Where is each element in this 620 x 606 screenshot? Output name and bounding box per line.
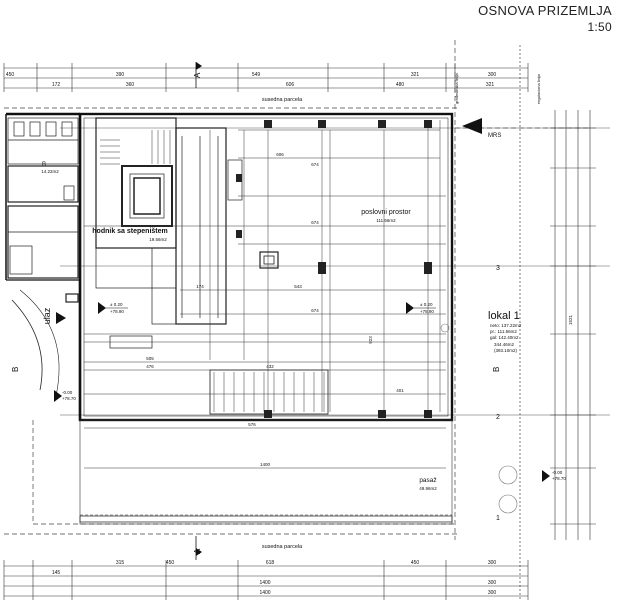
svg-text:-0.00: -0.00 (62, 390, 73, 395)
drawing-scale: 1:50 (587, 20, 612, 34)
drawing-title: OSNOVA PRIZEMLJA (478, 3, 612, 18)
dim-bot-10: 300 (488, 590, 497, 596)
mrs-marker-icon (462, 118, 482, 134)
label-lokal-pr: pr.: 111.56m2 (490, 329, 517, 334)
label-pasaz-area: 49.96m2 (419, 486, 437, 491)
dim-top-4: 321 (411, 72, 420, 78)
dim-bot-3: 618 (266, 560, 275, 566)
axis-label-3: 3 (496, 265, 500, 272)
dim-bot-1: 315 (116, 560, 125, 566)
right-dimension-lines (550, 110, 596, 540)
dim-top-9: 480 (396, 82, 405, 88)
svg-text:B: B (11, 367, 20, 372)
dim-bot-5: 300 (488, 560, 497, 566)
section-marker-a-bottom: A (193, 536, 202, 560)
svg-text:+78.70: +78.70 (62, 396, 76, 401)
dim-top-1: 450 (6, 72, 15, 78)
dim-in-7: 476 (146, 364, 154, 369)
column-detail-inner (263, 255, 275, 265)
label-lokal: lokal 1 (488, 310, 520, 322)
label-hodnik-area: 19.56m2 (149, 237, 167, 242)
stairs (100, 130, 329, 415)
bottom-dimension-lines (3, 560, 529, 600)
columns (236, 120, 432, 418)
dim-top-6: 172 (52, 82, 61, 88)
dim-bot-6: 145 (52, 570, 61, 576)
svg-text:+78.90: +78.90 (420, 309, 434, 314)
label-room-b-area: 14.22m2 (41, 169, 59, 174)
grid-axis-lines (60, 127, 610, 416)
dim-bot-8: 300 (488, 580, 497, 586)
dim-in-13: 923 (368, 336, 373, 344)
top-dimension-texts: 450 390 549 321 300 172 360 606 480 321 (6, 72, 497, 88)
label-poslovni-prostor: poslovni prostor (361, 209, 411, 216)
level-marker-2: ± 0.20 +78.90 (406, 302, 436, 314)
drawing-title-block: OSNOVA PRIZEMLJA 1:50 (478, 2, 612, 36)
label-hodnik: hodnik sa stepeništem (92, 228, 167, 235)
level-marker-4: -0.00 +78.70 (542, 470, 566, 482)
service-block (7, 117, 243, 397)
section-marker-a-top: A (193, 62, 202, 88)
dim-in-8: 432 (266, 364, 274, 369)
svg-text:A: A (193, 72, 202, 78)
label-susedna-parcela-top: susedna parcela (262, 97, 303, 103)
dim-in-2: 674 (311, 220, 319, 225)
dim-in-9: 401 (396, 388, 404, 393)
dim-in-1: 606 (276, 152, 284, 157)
svg-text:± 0.20: ± 0.20 (420, 302, 433, 307)
label-regulaciona-linija: regulaciona linija (536, 73, 541, 104)
label-lokal-bruto: 344.46m2 (494, 342, 515, 347)
dim-in-4: 174 (196, 284, 204, 289)
label-lokal-neto: neto: 137.22m2 (490, 323, 522, 328)
label-ulaz: ulaz (42, 307, 52, 324)
label-poslovni-area: 111.56m2 (376, 218, 396, 223)
svg-text:B: B (492, 367, 501, 372)
svg-text:-0.00: -0.00 (552, 470, 563, 475)
dim-in-14: 1521 (568, 314, 573, 325)
axis-label-2: 2 (496, 414, 500, 421)
dim-in-5: 674 (311, 308, 319, 313)
dim-top-8: 606 (286, 82, 295, 88)
label-lokal-gal: gal: 142.40m2 (490, 335, 519, 340)
svg-text:+78.70: +78.70 (552, 476, 566, 481)
dim-top-5: 300 (488, 72, 497, 78)
dim-in-11: 1400 (260, 462, 271, 467)
dim-in-12: 674 (311, 162, 319, 167)
label-susedna-parcela-bottom: susedna parcela (262, 544, 303, 550)
dim-top-2: 390 (116, 72, 125, 78)
svg-text:+78.90: +78.90 (110, 309, 124, 314)
entry-arrow-icon (56, 312, 66, 324)
label-pasaz: pasaž (419, 477, 436, 484)
dim-in-10: 576 (248, 422, 256, 427)
circle-features (440, 323, 518, 514)
level-marker-3: -0.00 +78.70 (54, 390, 76, 402)
dim-top-10: 321 (486, 82, 495, 88)
svg-text:A: A (193, 548, 202, 554)
dim-top-3: 549 (252, 72, 261, 78)
dim-in-3: 543 (294, 284, 302, 289)
section-marker-b-left: B (11, 367, 20, 372)
dim-top-7: 360 (126, 82, 135, 88)
dim-in-6: 505 (146, 356, 154, 361)
dim-bot-9: 1400 (259, 590, 270, 596)
label-gradjevinska-linija: građevinska linija (454, 73, 459, 104)
dim-bot-4: 450 (411, 560, 420, 566)
top-dimension-lines (3, 63, 529, 92)
building-walls (5, 112, 454, 422)
level-marker-1: ± 0.20 +78.90 (98, 302, 128, 314)
dim-bot-2: 450 (166, 560, 175, 566)
dim-bot-7: 1400 (259, 580, 270, 586)
column-detail (259, 251, 279, 269)
label-lokal-bruto-2: (393.10m2) (494, 348, 518, 353)
label-room-b-number: B (42, 162, 46, 168)
bottom-dimension-texts: 315 450 618 450 300 145 1400 300 1400 30… (52, 560, 497, 596)
section-marker-b-right: B (492, 367, 501, 372)
interior-dimension-texts: 606 674 543 174 674 505 476 432 401 576 … (146, 152, 573, 467)
label-mrs: MRS (488, 133, 501, 139)
passage-area (79, 419, 453, 525)
axis-label-1: 1 (496, 515, 500, 522)
svg-text:± 0.20: ± 0.20 (110, 302, 123, 307)
